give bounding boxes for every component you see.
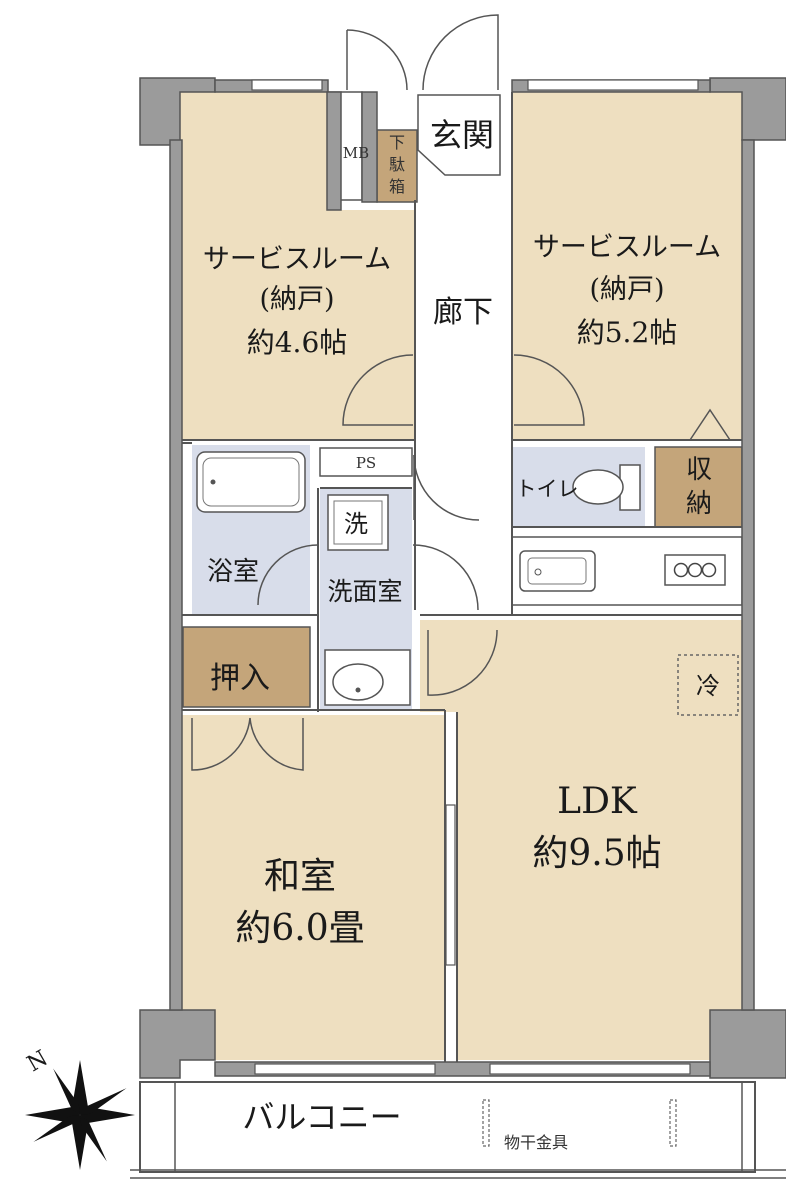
wash-basin xyxy=(324,649,411,706)
closet-label: 押入 xyxy=(210,661,270,696)
service-right-sub: (納戸) xyxy=(589,274,664,305)
fridge-label: 冷 xyxy=(696,672,720,700)
ps-box xyxy=(319,447,413,477)
drying-rack-label: 物干金具 xyxy=(504,1133,568,1152)
service-right-name: サービスルーム xyxy=(533,232,721,263)
washer-box xyxy=(327,494,389,551)
room-service-right xyxy=(512,92,742,440)
storage-label-1: 収 xyxy=(686,455,712,485)
entrance xyxy=(417,94,501,176)
service-left-sub: (納戸) xyxy=(259,284,334,315)
corridor xyxy=(415,150,512,610)
fridge-space xyxy=(677,654,739,716)
toilet-fixture xyxy=(572,464,641,511)
balcony-label: バルコニー xyxy=(242,1098,401,1136)
toilet-label: トイレ xyxy=(516,477,579,501)
washitsu-size: 約6.0畳 xyxy=(235,908,364,949)
room-service-left xyxy=(180,92,415,440)
entrance-label: 玄関 xyxy=(430,116,494,154)
washitsu-name: 和室 xyxy=(264,856,336,897)
storage-box xyxy=(654,446,743,528)
service-left-size: 約4.6帖 xyxy=(247,326,348,359)
drying-rack-left xyxy=(482,1099,490,1147)
door-swings xyxy=(191,14,585,771)
compass-north-label: N xyxy=(23,1046,52,1077)
mb-label: MB xyxy=(343,144,369,162)
sliding-door xyxy=(445,804,456,966)
ldk-size: 約9.5帖 xyxy=(532,833,661,874)
drying-rack-right xyxy=(669,1099,677,1147)
shoebox-label-3: 箱 xyxy=(389,177,405,196)
washer-label: 洗 xyxy=(344,510,368,538)
closet-box xyxy=(182,626,311,708)
shoebox-label-2: 駄 xyxy=(389,155,405,174)
storage-label-2: 納 xyxy=(686,489,712,519)
compass-icon xyxy=(25,1060,135,1170)
service-left-name: サービスルーム xyxy=(203,244,391,275)
ps-label: PS xyxy=(356,454,376,472)
service-right-size: 約5.2帖 xyxy=(577,316,678,349)
corridor-label: 廊下 xyxy=(433,295,493,330)
bathtub xyxy=(196,451,306,513)
shoebox xyxy=(376,129,418,203)
washroom-label: 洗面室 xyxy=(327,577,402,606)
windows xyxy=(251,79,699,1075)
shoebox-label-1: 下 xyxy=(389,133,405,152)
ldk-name: LDK xyxy=(557,781,638,822)
room-ldk xyxy=(420,620,742,1060)
balcony xyxy=(130,1081,786,1179)
bath-label: 浴室 xyxy=(207,557,259,587)
kitchen-sink xyxy=(519,550,596,592)
room-washitsu xyxy=(180,715,445,1060)
